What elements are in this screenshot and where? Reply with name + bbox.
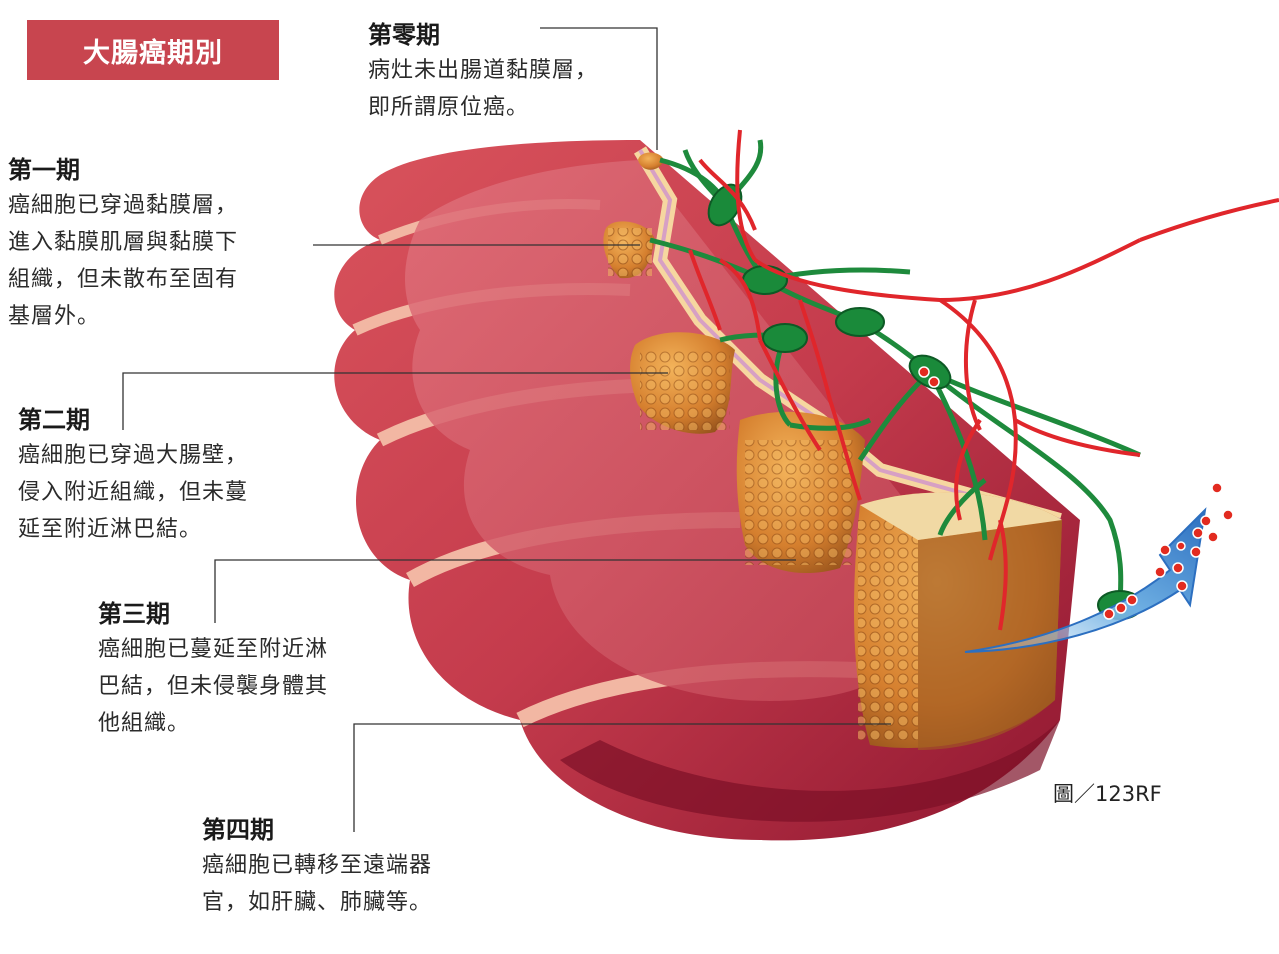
stage-2-annotation: 第二期 癌細胞已穿過大腸壁， 侵入附近組織，但未蔓 延至附近淋巴結。 [18, 403, 248, 548]
tumor-stage-4 [854, 492, 1062, 750]
stage-0-title: 第零期 [368, 21, 440, 49]
tumor-stage-1 [603, 221, 655, 279]
stage-1-desc: 癌細胞已穿過黏膜層， 進入黏膜肌層與黏膜下 組織，但未散布至固有 基層外。 [8, 193, 239, 329]
stage-0-desc: 病灶未出腸道黏膜層， 即所謂原位癌。 [368, 58, 599, 120]
stage-3-desc: 癌細胞已蔓延至附近淋 巴結，但未侵襲身體其 他組織。 [98, 637, 329, 736]
stage-1-title: 第一期 [8, 156, 80, 184]
stage-2-desc: 癌細胞已穿過大腸壁， 侵入附近組織，但未蔓 延至附近淋巴結。 [18, 443, 249, 542]
stage-4-title: 第四期 [202, 816, 274, 844]
leader-lines [122, 27, 891, 832]
metastasis-arrow [964, 507, 1207, 653]
stage-2-title: 第二期 [18, 406, 90, 434]
stage-3-annotation: 第三期 癌細胞已蔓延至附近淋 巴結，但未侵襲身體其 他組織。 [98, 597, 328, 742]
stage-4-desc: 癌細胞已轉移至遠端器 官，如肝臟、肺臟等。 [202, 853, 433, 915]
tumor-stage-0 [638, 152, 664, 170]
stage-1-annotation: 第一期 癌細胞已穿過黏膜層， 進入黏膜肌層與黏膜下 組織，但未散布至固有 基層外… [8, 153, 238, 335]
stage-3-title: 第三期 [98, 600, 170, 628]
tumor-stage-3 [736, 411, 865, 574]
tumor-stage-2 [630, 332, 735, 434]
stage-0-annotation: 第零期 病灶未出腸道黏膜層， 即所謂原位癌。 [368, 18, 598, 126]
image-credit: 圖／123RF [1053, 782, 1162, 806]
stage-4-annotation: 第四期 癌細胞已轉移至遠端器 官，如肝臟、肺臟等。 [202, 813, 432, 921]
blood-vessels [688, 129, 1279, 631]
page-title: 大腸癌期別 [27, 20, 279, 80]
cancer-cells [918, 366, 1234, 620]
